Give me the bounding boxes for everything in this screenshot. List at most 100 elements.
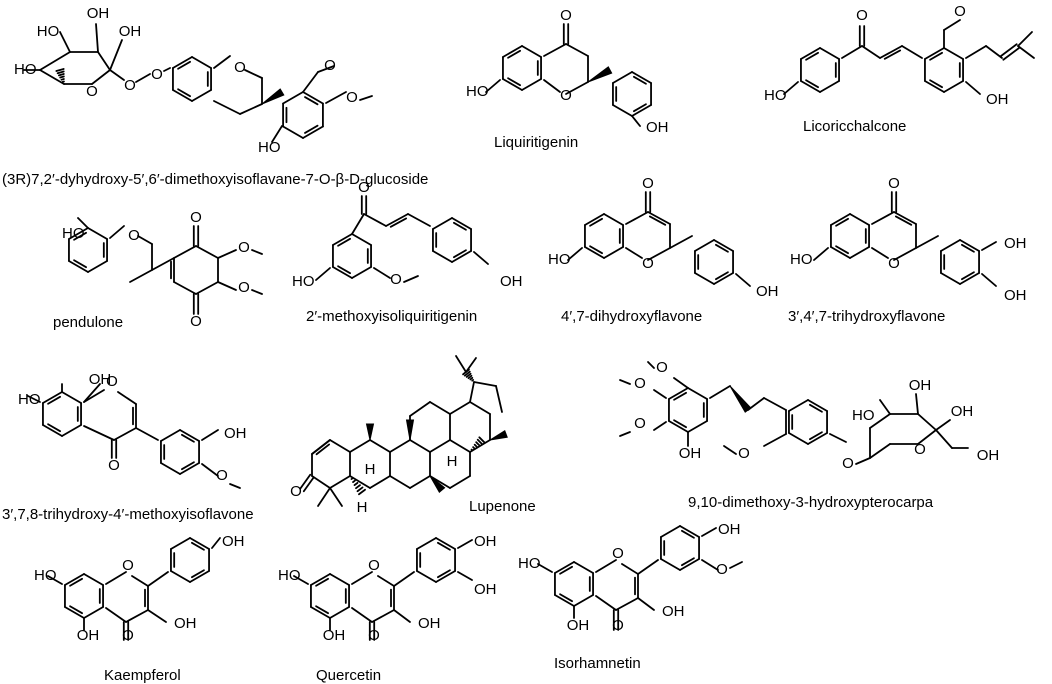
bond xyxy=(97,51,111,71)
bond xyxy=(201,429,219,441)
bond xyxy=(615,597,639,611)
bond xyxy=(73,259,88,269)
bond xyxy=(653,421,667,431)
bond xyxy=(315,577,330,587)
bond xyxy=(632,103,647,113)
atom-label: HO xyxy=(292,273,315,290)
bond xyxy=(83,425,115,441)
bond xyxy=(680,557,695,567)
bond xyxy=(69,577,84,587)
bond xyxy=(788,432,809,445)
bond xyxy=(830,246,851,259)
bond xyxy=(871,247,889,259)
atom-label: O xyxy=(290,483,302,500)
atom-label: HO xyxy=(764,87,787,104)
caption-c8: 3′,7,8-trihydroxy-4′-methoxyisoflavone xyxy=(2,506,254,523)
atom-label: O xyxy=(612,545,624,562)
bond xyxy=(27,395,41,403)
atom-label: OH xyxy=(951,403,974,420)
bond xyxy=(371,609,395,623)
bond xyxy=(352,479,356,483)
bond xyxy=(57,73,65,77)
wedge-bond xyxy=(261,88,285,105)
bond xyxy=(60,78,65,81)
bond xyxy=(47,395,62,405)
bond xyxy=(455,355,467,373)
bond xyxy=(981,241,997,251)
atom-label: OH xyxy=(224,425,247,442)
bond xyxy=(940,272,961,285)
bond xyxy=(960,271,975,281)
bond xyxy=(647,361,655,369)
bond xyxy=(637,597,655,611)
bond xyxy=(714,243,729,253)
bond xyxy=(807,399,828,412)
atom-label: O xyxy=(324,57,336,74)
bond xyxy=(869,413,891,429)
bond xyxy=(485,79,501,93)
bond xyxy=(47,575,63,585)
bond xyxy=(329,487,343,507)
atom-label: O xyxy=(234,59,246,76)
atom-label: O xyxy=(151,66,163,83)
bond xyxy=(436,541,451,551)
atom-label: O xyxy=(888,255,900,272)
bond xyxy=(310,573,331,586)
bond xyxy=(1017,31,1033,47)
bond xyxy=(293,575,309,585)
atom-label: O xyxy=(738,445,750,462)
bond xyxy=(304,124,319,134)
bond xyxy=(713,272,734,285)
bond xyxy=(729,561,743,569)
bond xyxy=(589,217,604,227)
bond xyxy=(244,69,263,79)
bond xyxy=(915,393,919,415)
bond xyxy=(473,381,497,387)
wedge-bond xyxy=(729,385,752,413)
bond xyxy=(87,227,108,240)
bond xyxy=(473,251,489,265)
bond xyxy=(83,383,101,403)
bond xyxy=(660,525,681,538)
bond xyxy=(160,429,181,442)
bond xyxy=(619,431,631,437)
caption-c4: pendulone xyxy=(53,314,123,331)
atom-label: OH xyxy=(977,447,1000,464)
bond xyxy=(959,272,980,285)
bond xyxy=(356,486,364,493)
bond xyxy=(113,427,137,441)
bond xyxy=(351,213,365,235)
bond xyxy=(56,70,65,75)
atom-label: HO xyxy=(466,83,489,100)
bond xyxy=(190,541,205,551)
bond xyxy=(353,481,359,487)
atom-label: OH xyxy=(474,581,497,598)
bond xyxy=(808,431,823,441)
wedge-bond xyxy=(429,475,446,494)
bond xyxy=(573,594,594,607)
bond xyxy=(451,250,472,263)
bond xyxy=(407,213,431,227)
atom-label: OH xyxy=(679,445,702,462)
atom-label: HO xyxy=(37,23,60,40)
bond xyxy=(465,372,472,378)
bond xyxy=(429,401,451,415)
atom-label: HO xyxy=(852,407,875,424)
bond xyxy=(543,43,567,57)
atom-label: HO xyxy=(14,61,37,78)
bond xyxy=(39,51,71,71)
bond xyxy=(808,403,823,413)
bond xyxy=(311,439,331,455)
bond xyxy=(554,561,575,574)
bond xyxy=(709,385,731,399)
bond xyxy=(603,246,624,259)
bond xyxy=(432,217,453,230)
atom-label: O xyxy=(642,255,654,272)
bond xyxy=(783,81,799,95)
bond xyxy=(217,281,237,291)
bond xyxy=(595,595,617,611)
bond xyxy=(213,55,231,69)
